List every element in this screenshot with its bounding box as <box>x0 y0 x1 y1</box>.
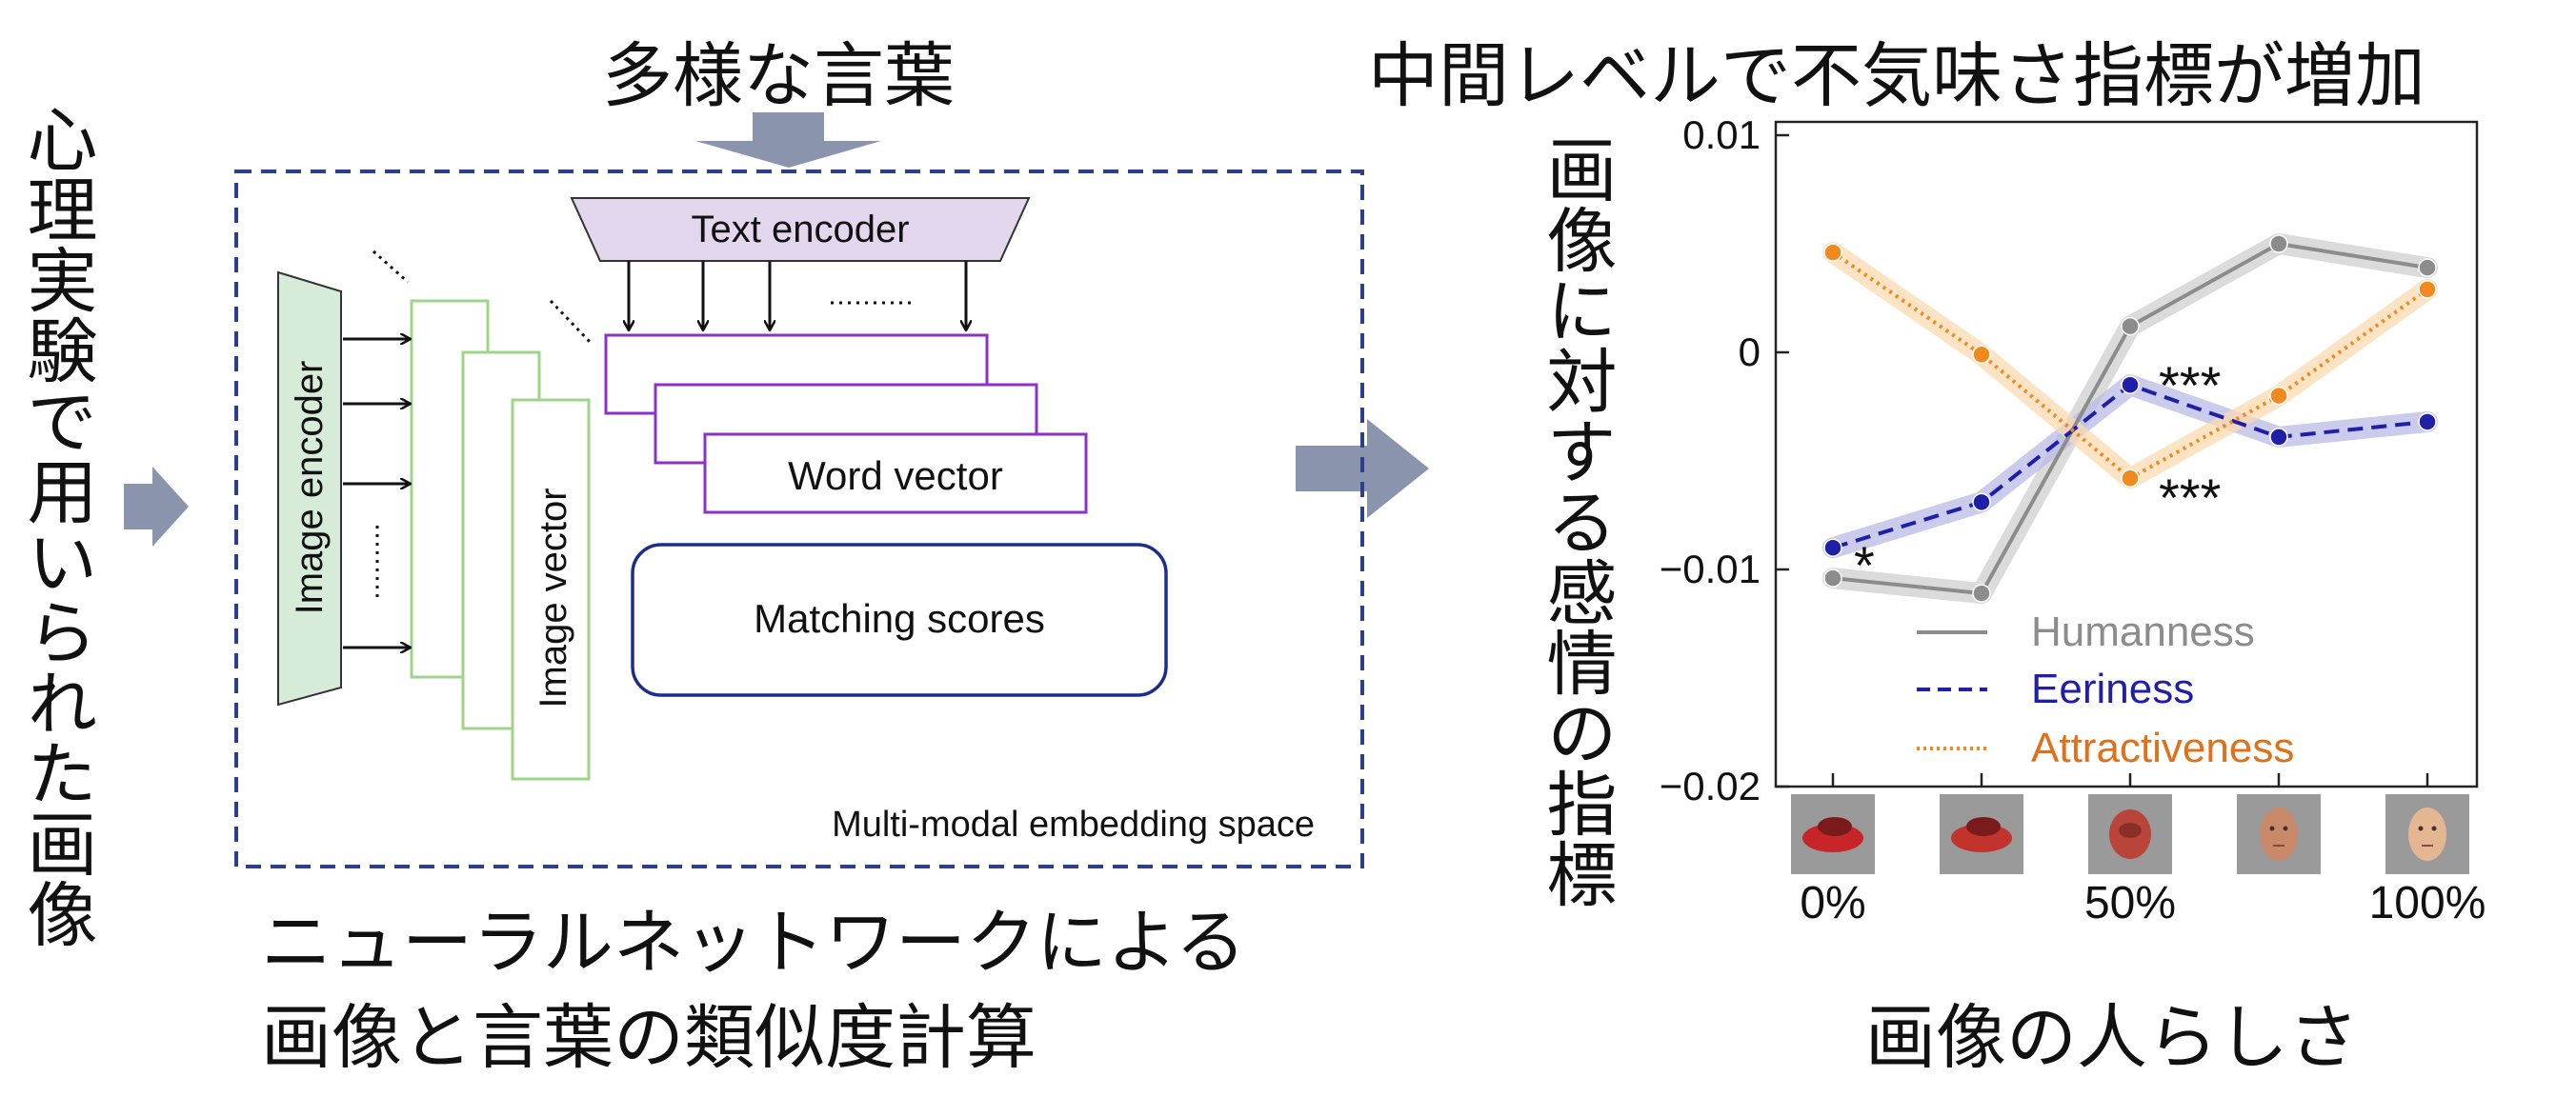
data-point-attractiveness <box>1972 345 1991 365</box>
data-point-eeriness <box>2418 412 2437 431</box>
data-point-eeriness <box>2121 375 2140 394</box>
car-window <box>1818 817 1852 836</box>
data-point-eeriness <box>2269 428 2288 447</box>
data-point-attractiveness <box>2269 386 2288 406</box>
top-center-caption: 多様な言葉 <box>602 35 955 117</box>
significance-marker: *** <box>2159 468 2221 528</box>
legend-eeriness-label: Eeriness <box>2031 666 2194 712</box>
y-tick-label: −0.02 <box>1660 764 1761 808</box>
face-eye <box>2283 826 2288 831</box>
matching-scores-box <box>631 543 1168 697</box>
car-window <box>1966 817 2001 836</box>
data-point-humanness <box>2121 316 2140 336</box>
network-diagram: Text encoder Image encoder Image vector … <box>124 112 1429 868</box>
chart-y-caption: 画像に対する感情の指標 <box>1535 133 1617 908</box>
text-encoder-box <box>570 197 1031 262</box>
data-point-humanness <box>2418 258 2437 277</box>
face-shape <box>2408 808 2446 861</box>
data-point-humanness <box>1823 568 1842 588</box>
left-vertical-caption: 心理実験で用いられた画像 <box>15 103 97 948</box>
y-tick-label: −0.01 <box>1660 547 1761 591</box>
x-tick-label: 0% <box>1800 878 1865 928</box>
car-face-morph-image <box>2088 794 2172 874</box>
face-eye <box>2418 826 2424 831</box>
layer-ellipsis <box>549 299 593 345</box>
x-tick-label: 50% <box>2084 878 2176 928</box>
face-shape <box>2260 808 2298 861</box>
car-image <box>1791 794 1875 874</box>
data-point-eeriness <box>1823 538 1842 557</box>
input-words-arrow <box>695 112 881 168</box>
input-images-arrow <box>124 467 189 547</box>
y-tick-label: 0 <box>1739 329 1761 374</box>
plot-frame <box>1774 120 2479 788</box>
bottom-caption-line2: 画像と言葉の類似度計算 <box>261 997 1036 1079</box>
bottom-caption-line1: ニューラルネットワークによる <box>261 902 1246 984</box>
image-encoder-box <box>277 270 342 707</box>
car-image <box>1940 794 2023 874</box>
word-vector-layer <box>703 432 1088 514</box>
emotion-index-chart: 0.010−0.01−0.02 0%50%100% ******* Humann… <box>1660 112 2486 928</box>
face-morph-image <box>2237 794 2321 874</box>
chart-x-caption: 画像の人らしさ <box>1865 997 2359 1079</box>
morph-detail <box>2119 823 2142 838</box>
chart-legend: Humanness Eeriness Attractiveness <box>1917 608 2294 771</box>
data-point-eeriness <box>1972 492 1991 512</box>
text-encoder-label: Text encoder <box>691 209 909 250</box>
legend-humanness-label: Humanness <box>2031 608 2255 655</box>
x-tick-label: 100% <box>2369 878 2486 928</box>
significance-marker: *** <box>2159 355 2221 415</box>
word-vector-label: Word vector <box>788 453 1003 498</box>
data-point-humanness <box>1972 584 1991 603</box>
face-image <box>2385 794 2469 874</box>
data-point-attractiveness <box>2121 469 2140 488</box>
matching-scores-label: Matching scores <box>754 596 1045 641</box>
data-point-attractiveness <box>1823 243 1842 262</box>
layer-ellipsis <box>372 249 409 284</box>
data-point-attractiveness <box>2418 280 2437 299</box>
embedding-space-label: Multi-modal embedding space <box>832 805 1315 845</box>
legend-attractiveness-label: Attractiveness <box>2031 725 2294 771</box>
data-point-humanness <box>2269 234 2288 253</box>
embedding-space-border <box>234 170 1364 868</box>
y-tick-label: 0.01 <box>1682 112 1761 157</box>
image-vector-label: Image vector <box>533 488 574 708</box>
image-vector-layer <box>511 398 591 781</box>
top-right-caption: 中間レベルで不気味さ指標が増加 <box>1368 35 2425 117</box>
image-encoder-label: Image encoder <box>289 361 331 615</box>
face-eye <box>2269 826 2275 831</box>
significance-marker: * <box>1854 535 1875 595</box>
face-eye <box>2431 826 2437 831</box>
